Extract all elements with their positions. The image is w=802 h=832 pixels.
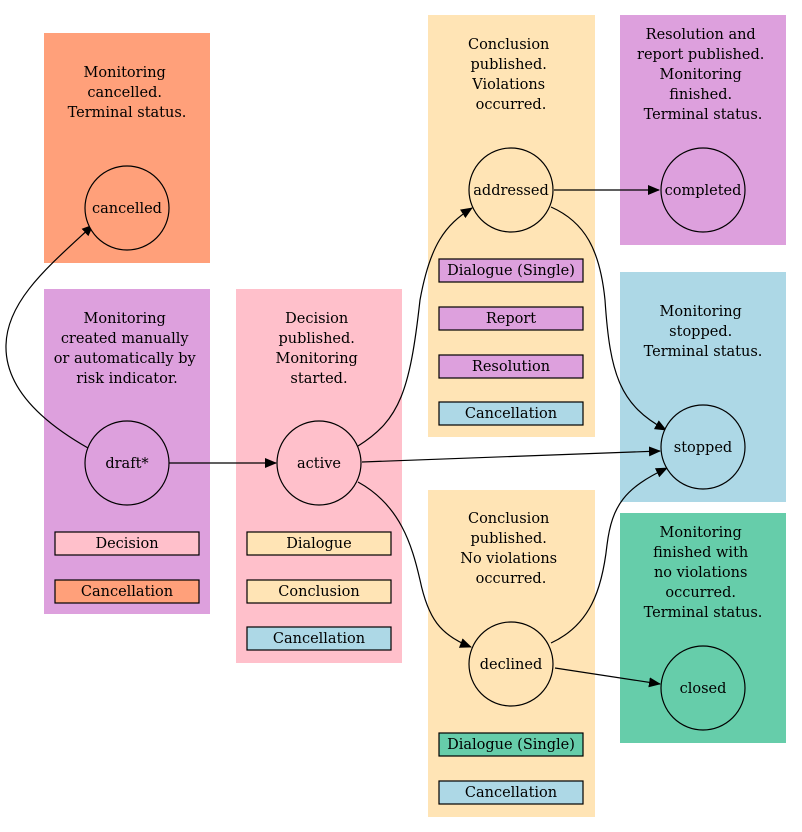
action-label: Dialogue (Single): [447, 737, 575, 753]
edge-active-to-declined: [357, 481, 472, 648]
action-label: Cancellation: [273, 631, 365, 647]
action-draft-decision[interactable]: Decision: [54, 531, 200, 556]
edge-declined-to-closed: [554, 667, 661, 688]
action-addressed-report[interactable]: Report: [438, 306, 584, 331]
state-declined-label: declined: [480, 657, 542, 673]
action-label: Cancellation: [81, 584, 173, 600]
action-addressed-resolution[interactable]: Resolution: [438, 354, 584, 379]
action-label: Dialogue (Single): [447, 263, 575, 279]
cluster-closed-label: Monitoring finished with no violations o…: [644, 525, 763, 621]
edge-active-to-addressed: [357, 207, 473, 447]
cluster-declined-label: Conclusion published. No violations occu…: [460, 511, 561, 587]
action-label: Conclusion: [278, 584, 359, 600]
action-active-cancellation[interactable]: Cancellation: [246, 626, 392, 651]
action-draft-cancellation[interactable]: Cancellation: [54, 579, 200, 604]
state-addressed-label: addressed: [473, 183, 548, 199]
state-active-label: active: [297, 456, 341, 472]
state-stopped[interactable]: stopped: [660, 404, 746, 490]
state-declined[interactable]: declined: [468, 621, 554, 707]
state-addressed[interactable]: addressed: [468, 147, 554, 233]
state-active[interactable]: active: [276, 420, 362, 506]
cluster-addressed-label: Conclusion published. Violations occurre…: [468, 37, 554, 113]
action-label: Decision: [95, 536, 158, 552]
edge-addressed-to-stopped: [550, 206, 667, 431]
state-cancelled[interactable]: cancelled: [84, 165, 170, 251]
cluster-draft-label: Monitoring created manually or automatic…: [54, 311, 201, 387]
edge-active-to-stopped: [361, 446, 661, 463]
state-draft-label: draft*: [105, 456, 149, 472]
state-completed[interactable]: completed: [660, 147, 746, 233]
state-stopped-label: stopped: [674, 440, 732, 456]
state-closed[interactable]: closed: [660, 645, 746, 731]
edge-declined-to-stopped: [550, 467, 668, 644]
cluster-stopped-label: Monitoring stopped. Terminal status.: [644, 304, 763, 360]
action-declined-dialogue-single[interactable]: Dialogue (Single): [438, 732, 584, 757]
action-addressed-cancellation[interactable]: Cancellation: [438, 401, 584, 426]
edge-draft-to-cancelled: [5, 224, 94, 449]
cluster-completed-label: Resolution and report published. Monitor…: [637, 27, 769, 123]
cluster-active-label: Decision published. Monitoring started.: [276, 311, 363, 387]
cluster-cancelled-label: Monitoring cancelled. Terminal status.: [68, 65, 187, 121]
action-label: Cancellation: [465, 406, 557, 422]
state-completed-label: completed: [665, 183, 742, 199]
action-active-conclusion[interactable]: Conclusion: [246, 579, 392, 604]
action-label: Report: [486, 311, 536, 327]
action-label: Resolution: [472, 359, 550, 375]
action-label: Dialogue: [286, 536, 351, 552]
action-addressed-dialogue-single[interactable]: Dialogue (Single): [438, 258, 584, 283]
action-label: Cancellation: [465, 785, 557, 801]
action-declined-cancellation[interactable]: Cancellation: [438, 780, 584, 805]
state-closed-label: closed: [680, 681, 727, 697]
action-active-dialogue[interactable]: Dialogue: [246, 531, 392, 556]
state-draft[interactable]: draft*: [84, 420, 170, 506]
state-cancelled-label: cancelled: [92, 201, 162, 217]
